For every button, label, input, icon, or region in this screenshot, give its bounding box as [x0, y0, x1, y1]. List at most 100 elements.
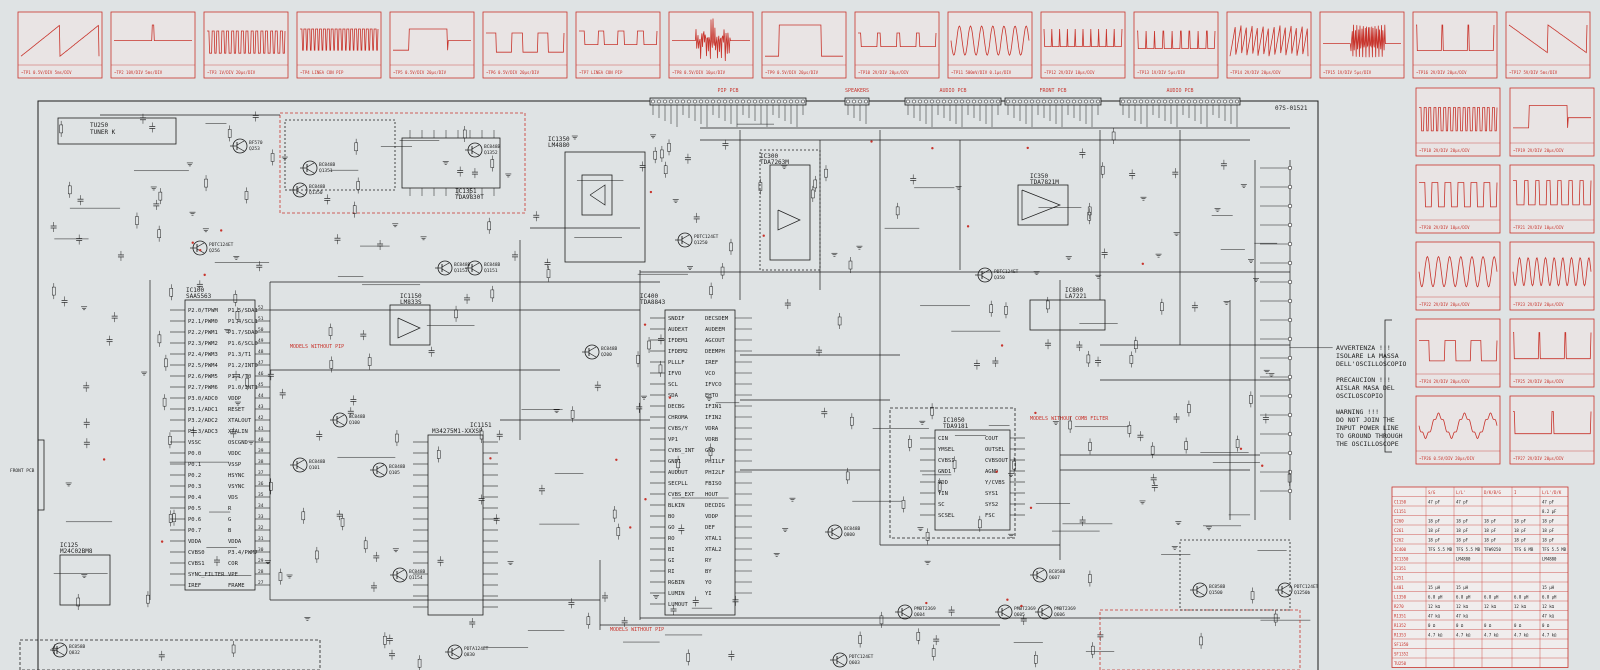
resistor: [52, 286, 56, 296]
transistor-ref: Q350: [994, 275, 1005, 281]
table-cell: C261: [1394, 528, 1404, 533]
table-cell: 47 pF: [1428, 500, 1441, 505]
wire: [306, 168, 315, 174]
wire: [1419, 340, 1498, 362]
test-point: [1141, 262, 1145, 265]
waveform-top-0: ~TP1 0.5V/DIV 5ms/DIV: [17, 11, 103, 79]
scope-frame: [1509, 241, 1595, 311]
ic-pin-name: P0.7: [188, 528, 201, 534]
ic-pin-name: P1.4/SCL1: [228, 319, 258, 325]
table-cell: C262: [1394, 538, 1404, 543]
transistor-type: BC848B: [454, 262, 471, 268]
table-cell: 4.7 kΩ: [1542, 633, 1557, 638]
resistor: [989, 304, 993, 313]
ic-pin-name: BO: [668, 514, 675, 520]
wire: [1196, 584, 1205, 590]
transistor-type: BC848B: [389, 464, 406, 470]
resistor: [68, 185, 72, 195]
test-point: [643, 323, 647, 326]
connector-pin: [1006, 99, 1010, 104]
wire: [56, 650, 65, 656]
test-point: [1261, 464, 1264, 467]
ic-pin-name: P1.2/INT0: [228, 363, 258, 369]
ic-pin-name: IREF: [705, 360, 718, 366]
resistor: [157, 334, 162, 344]
wire: [858, 32, 937, 47]
table-cell: TFW9250: [1484, 547, 1501, 552]
warning-text: DELL'OSCILLOSCOPIO: [1336, 360, 1407, 368]
resistor: [978, 519, 982, 529]
waveform-side-2: ~TP20 2V/DIV 10μs/DIV: [1415, 164, 1501, 234]
connector-pin: [1078, 99, 1082, 104]
transistor-type: PMBT2369: [914, 606, 936, 612]
ic-pin-number: 36: [258, 481, 264, 487]
wire: [1419, 107, 1498, 132]
connector-pin: [1151, 99, 1155, 104]
scope-frame: [1505, 11, 1591, 79]
wire: [376, 470, 385, 476]
transistor-type: BC858B: [69, 644, 86, 650]
table-cell: 18 pF: [1456, 528, 1469, 533]
connector-pin: [693, 99, 697, 104]
connector-pin: [705, 99, 709, 104]
connector-pin: [783, 99, 787, 104]
transistor-type: BC848B: [601, 346, 618, 352]
ic-ref: IC800: [1065, 287, 1083, 294]
wire: [1416, 24, 1495, 51]
waveform-caption: ~TP17 5V/DIV 5ms/DIV: [1509, 70, 1558, 75]
resistor: [158, 191, 163, 201]
connector-pin: [1175, 99, 1179, 104]
connector-pin: [1287, 184, 1293, 190]
connector-label: FRONT PCB: [10, 468, 35, 474]
ic-pin-name: FRAME: [228, 583, 245, 589]
test-point: [762, 234, 765, 237]
transistor-type: BC848B: [409, 569, 426, 575]
transistor-ref: Q1151: [484, 268, 498, 274]
wire: [336, 420, 345, 426]
waveform-caption: ~TP7 LINEA CON PIP: [579, 70, 623, 75]
test-point: [995, 470, 998, 473]
waveform-top-9: ~TP10 2V/DIV 20μs/DIV: [854, 11, 940, 79]
test-point: [870, 140, 873, 143]
connector-pin: [801, 99, 805, 104]
connector-pin: [942, 99, 946, 104]
ic-pin-number: 48: [258, 349, 264, 355]
waveform-caption: ~TP11 500mV/DIV 0.1μs/DIV: [951, 70, 1012, 75]
ic-pin-name: VDDA: [228, 539, 242, 545]
wire: [236, 146, 245, 152]
transistor-ref: Q604: [914, 612, 925, 618]
wire: [589, 184, 606, 206]
waveform-caption: ~TP5 0.5V/DIV 20μs/DIV: [393, 70, 447, 75]
table-cell: TFS 5.5 MB: [1542, 547, 1567, 552]
table-cell: SF1350: [1394, 642, 1409, 647]
wire: [836, 654, 845, 660]
resistor: [270, 153, 275, 162]
resistor: [1086, 354, 1091, 364]
scope-frame: [1415, 318, 1501, 388]
test-point: [649, 190, 653, 194]
connector-pin: [1187, 99, 1191, 104]
ic-part: TUNER K: [90, 129, 116, 136]
resistor: [157, 229, 161, 238]
transistor-ref: Q200: [601, 352, 612, 358]
scope-frame: [1319, 11, 1405, 79]
connector-pin: [1096, 99, 1100, 104]
scope-frame: [1415, 87, 1501, 157]
ic-pin-name: P0.6: [188, 517, 201, 523]
resistor: [1160, 302, 1164, 311]
annotation-comb-filter: MODELS WITHOUT COMB FILTER: [1030, 416, 1109, 422]
connector-label: PIP PCB: [717, 88, 738, 94]
connector-pin: [729, 99, 733, 104]
waveform-caption: ~TP1 0.5V/DIV 5ms/DIV: [21, 70, 72, 75]
scope-frame: [761, 11, 847, 79]
connector-pin: [990, 99, 994, 104]
table-cell: 6.8 μH: [1456, 595, 1471, 600]
connector-pin: [954, 99, 958, 104]
connector-pin: [681, 99, 685, 104]
ic-pin-name: R: [228, 506, 232, 512]
ic-part: TDA7821M: [1030, 179, 1059, 186]
